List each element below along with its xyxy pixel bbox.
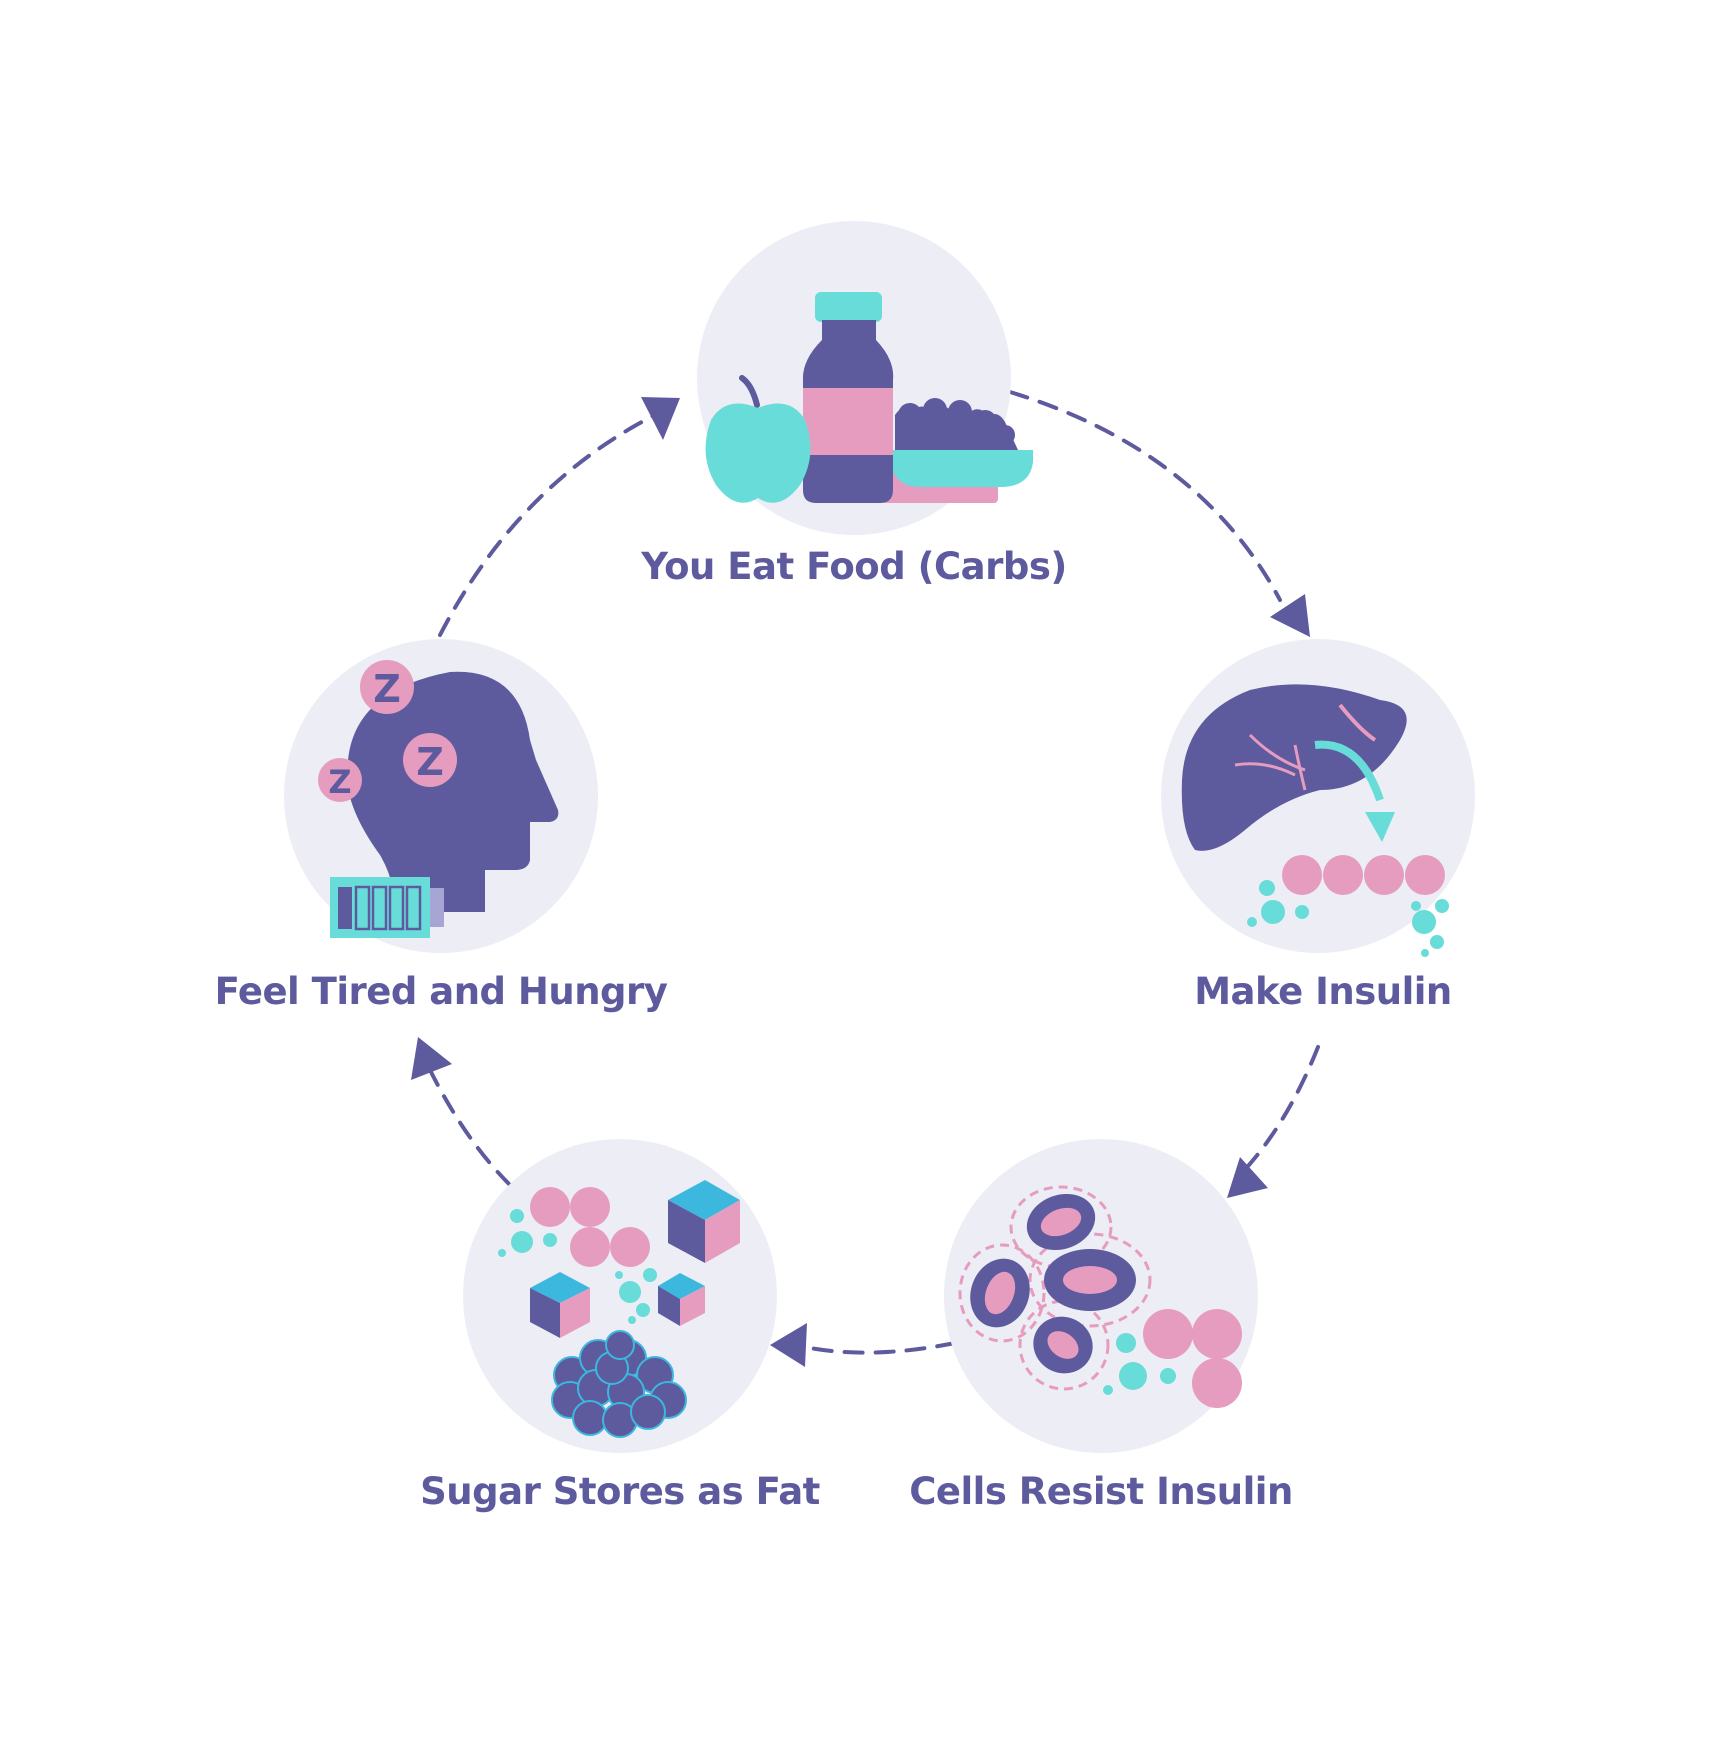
arrowhead-insulin — [1270, 594, 1310, 637]
step-fat — [463, 1139, 777, 1453]
arrow-insulin-to-resist — [1233, 1045, 1320, 1182]
liver-icon — [1181, 684, 1407, 851]
fat-icon — [498, 1180, 740, 1438]
arrow-fat-to-tired — [428, 1068, 512, 1187]
arrow-eat-to-insulin — [1008, 390, 1282, 602]
insulin-molecules — [1247, 855, 1449, 957]
step-tired: Z Z Z — [284, 639, 598, 953]
arrowhead-tired — [411, 1037, 452, 1080]
z-letter-1: Z — [373, 667, 401, 711]
z-letter-3: Z — [328, 763, 351, 801]
tired-head-icon — [346, 671, 559, 912]
arrowhead-fat — [770, 1323, 807, 1367]
cells-icon — [958, 1185, 1242, 1408]
step-fat-label: Sugar Stores as Fat — [420, 1470, 820, 1513]
z-bubble-3 — [318, 758, 362, 802]
step-insulin-label: Make Insulin — [1194, 970, 1452, 1013]
step-resist-label: Cells Resist Insulin — [909, 1470, 1293, 1513]
arrowhead-resist — [1227, 1157, 1268, 1198]
arrow-tired-to-eat — [438, 408, 667, 637]
arrow-resist-to-fat — [803, 1341, 957, 1355]
sleep-z-icons: Z Z Z — [318, 660, 457, 802]
arrowhead-eat — [641, 397, 680, 440]
step-resist — [944, 1139, 1258, 1453]
step-tired-label: Feel Tired and Hungry — [214, 970, 668, 1013]
step-insulin — [1161, 639, 1475, 957]
step-eat-label: You Eat Food (Carbs) — [641, 545, 1067, 588]
food-icon — [705, 292, 1033, 503]
z-bubble-2 — [403, 733, 457, 787]
low-battery-icon — [330, 877, 444, 938]
z-letter-2: Z — [416, 740, 444, 784]
z-bubble-1 — [360, 660, 414, 714]
step-eat — [697, 221, 1033, 535]
cycle-arrowheads — [411, 397, 1310, 1367]
